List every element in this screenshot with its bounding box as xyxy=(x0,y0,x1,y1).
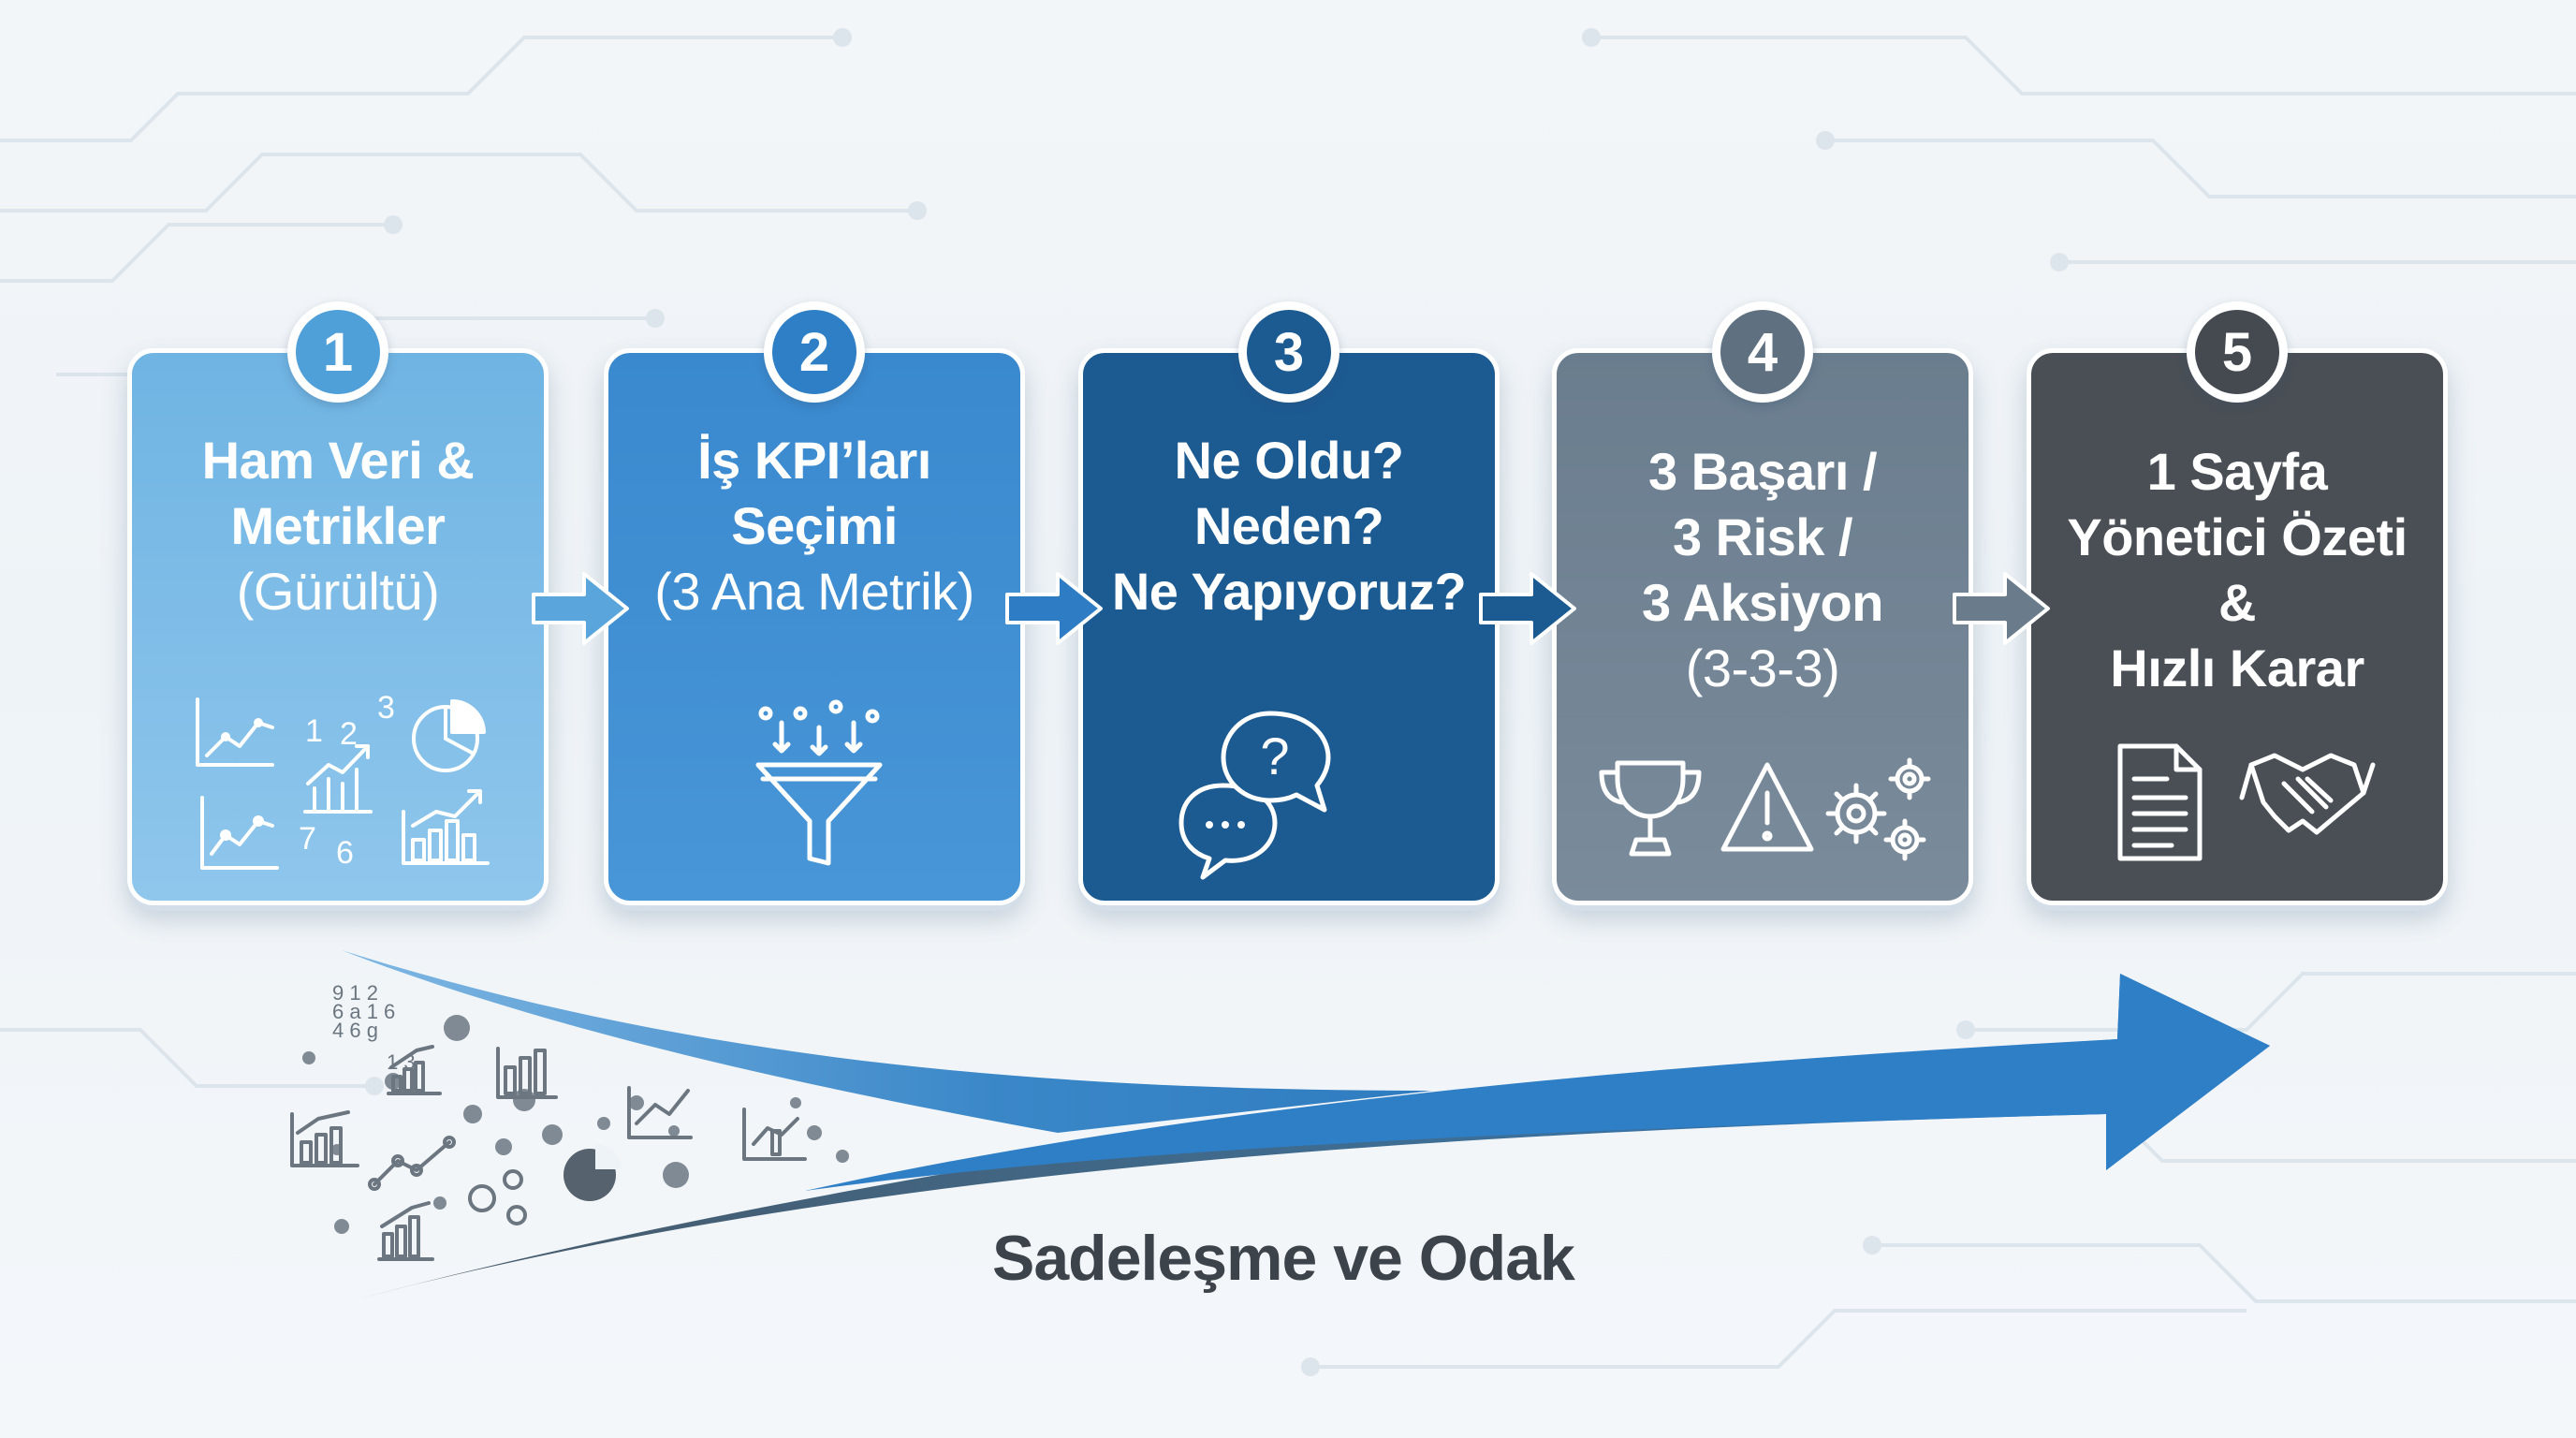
step-2-subtitle: (3 Ana Metrik) xyxy=(654,562,974,621)
step-2-title: İş KPI’ları Seçimi (3 Ana Metrik) xyxy=(608,428,1020,624)
step-1-line-1: Ham Veri & xyxy=(201,431,475,490)
step-number-1: 1 xyxy=(296,310,380,394)
svg-text:?: ? xyxy=(1260,726,1289,785)
gears-icon xyxy=(1825,757,1931,861)
step-2-line-2: Seçimi xyxy=(731,496,898,555)
step-4-line-1: 3 Başarı / xyxy=(1647,442,1878,501)
step-badge-2: 2 xyxy=(764,301,865,403)
document-icon xyxy=(2117,743,2203,861)
step-1-line-2: Metrikler xyxy=(230,496,446,555)
step-card-3: Ne Oldu? Neden? Ne Yapıyoruz? ? xyxy=(1078,348,1500,905)
handshake-icon xyxy=(2239,753,2376,835)
step-3-line-2: Neden? xyxy=(1193,496,1384,555)
scatter-chart-icon xyxy=(200,796,279,870)
step-5-line-1: 1 Sayfa xyxy=(2146,442,2328,501)
step-number-5: 5 xyxy=(2195,310,2279,394)
bar-chart-icon xyxy=(303,744,373,814)
growth-chart-icon xyxy=(402,789,490,865)
scatter-text-1: 9 1 2 xyxy=(332,981,378,1005)
blue-swoosh xyxy=(342,950,1432,1133)
step-badge-4: 4 xyxy=(1712,301,1813,403)
step-card-1: Ham Veri & Metrikler (Gürültü) xyxy=(127,348,549,905)
scatter-growth-icon xyxy=(387,1045,442,1095)
step-badge-5: 5 xyxy=(2187,301,2288,403)
funnel-icon xyxy=(755,699,883,866)
step-5-line-3: & xyxy=(2218,573,2256,632)
step-2-icons xyxy=(755,699,883,866)
scatter-bar-chart-icon xyxy=(290,1110,359,1167)
scatter-trend-icon xyxy=(627,1086,693,1139)
step-5-title: 1 Sayfa Yönetici Özeti & Hızlı Karar xyxy=(2031,439,2443,701)
step-4-line-2: 3 Risk / xyxy=(1672,507,1853,566)
flow-arrow-1-2 xyxy=(532,572,629,645)
step-badge-1: 1 xyxy=(287,301,388,403)
step-badge-3: 3 xyxy=(1238,301,1339,403)
warning-icon xyxy=(1720,762,1814,852)
scatter-chart-box-icon xyxy=(496,1047,558,1099)
step-card-5: 1 Sayfa Yönetici Özeti & Hızlı Karar xyxy=(2027,348,2448,905)
scatter-bars-icon xyxy=(377,1201,434,1261)
footer-label: Sadeleşme ve Odak xyxy=(992,1223,1575,1294)
card1-number-4: 7 xyxy=(299,821,316,857)
step-4-subtitle: (3-3-3) xyxy=(1685,638,1840,697)
step-4-icons xyxy=(1599,757,1931,861)
step-3-icons: ? xyxy=(1178,711,1331,880)
step-5-line-4: Hızlı Karar xyxy=(2110,638,2364,697)
step-1-title: Ham Veri & Metrikler (Gürültü) xyxy=(132,428,544,624)
flow-arrow-3-4 xyxy=(1479,572,1576,645)
scatter-line-chart-icon xyxy=(368,1136,456,1191)
step-3-line-1: Ne Oldu? xyxy=(1174,431,1404,490)
step-3-line-3: Ne Yapıyoruz? xyxy=(1111,562,1467,621)
flow-arrow-4-5 xyxy=(1953,572,2050,645)
step-5-icons xyxy=(2117,743,2376,861)
card1-number-1: 1 xyxy=(305,713,323,749)
step-5-line-2: Yönetici Özeti xyxy=(2067,507,2408,566)
scatter-text-2: 6 a 1 6 xyxy=(332,1000,395,1023)
scatter-text-3: 4 6 g xyxy=(332,1019,378,1042)
scatter-text-4: 1 3 xyxy=(387,1050,416,1074)
step-1-subtitle: (Gürültü) xyxy=(236,562,440,621)
step-number-4: 4 xyxy=(1720,310,1805,394)
trophy-icon xyxy=(1599,760,1702,857)
line-chart-icon xyxy=(196,697,274,767)
step-3-title: Ne Oldu? Neden? Ne Yapıyoruz? xyxy=(1083,428,1495,624)
card1-number-5: 6 xyxy=(336,835,354,871)
card1-number-3: 3 xyxy=(377,690,395,726)
step-2-line-1: İş KPI’ları xyxy=(697,431,931,490)
chat-question-icon xyxy=(1178,711,1331,880)
step-4-title: 3 Başarı / 3 Risk / 3 Aksiyon (3-3-3) xyxy=(1557,439,1969,701)
card1-number-2: 2 xyxy=(340,716,358,752)
scatter-pie-icon xyxy=(564,1144,622,1201)
scatter-gear-icon xyxy=(468,1169,527,1225)
step-4-line-3: 3 Aksiyon xyxy=(1642,573,1883,632)
step-number-3: 3 xyxy=(1247,310,1331,394)
flow-arrow-2-3 xyxy=(1005,572,1103,645)
pie-chart-icon xyxy=(412,699,486,772)
scatter-small-chart-icon xyxy=(742,1108,807,1161)
step-number-2: 2 xyxy=(772,310,856,394)
step-1-icons: 1 2 3 7 6 xyxy=(196,690,490,871)
